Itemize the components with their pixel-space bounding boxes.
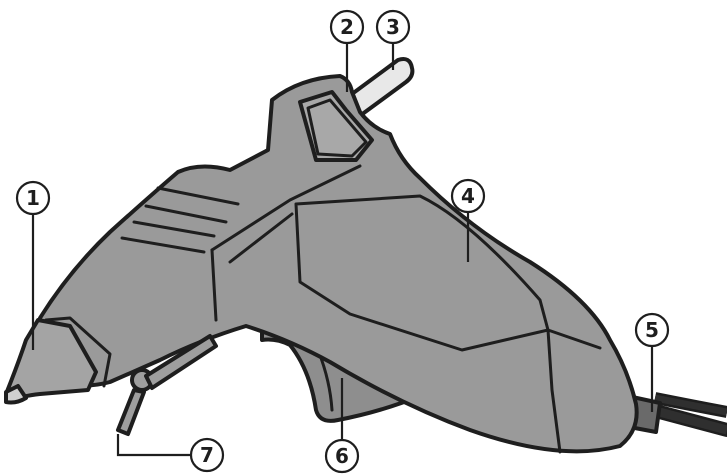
callout-1-circle (15, 180, 51, 216)
callout-6-circle (324, 438, 360, 474)
callout-2-number: 2 (340, 15, 354, 39)
callout-2-circle (329, 9, 365, 45)
callout-7-number: 7 (200, 443, 214, 467)
callout-1: 1 (15, 180, 51, 216)
callout-4-number: 4 (461, 184, 475, 208)
callout-6: 6 (324, 438, 360, 474)
stand (116, 334, 218, 436)
callout-3-circle (375, 9, 411, 45)
callout-5: 5 (634, 312, 670, 348)
callout-7-circle (189, 437, 225, 473)
leader-lines (31, 43, 654, 457)
callout-4: 4 (450, 178, 486, 214)
callout-1-number: 1 (26, 186, 40, 210)
callout-4-circle (450, 178, 486, 214)
callout-6-number: 6 (335, 444, 349, 468)
callout-2: 2 (329, 9, 365, 45)
power-cable (645, 392, 727, 437)
callout-3: 3 (375, 9, 411, 45)
callout-5-circle (634, 312, 670, 348)
callout-7: 7 (189, 437, 225, 473)
callout-3-number: 3 (386, 15, 400, 39)
callout-5-number: 5 (645, 318, 659, 342)
gun-body (38, 74, 639, 454)
nozzle (4, 318, 98, 405)
